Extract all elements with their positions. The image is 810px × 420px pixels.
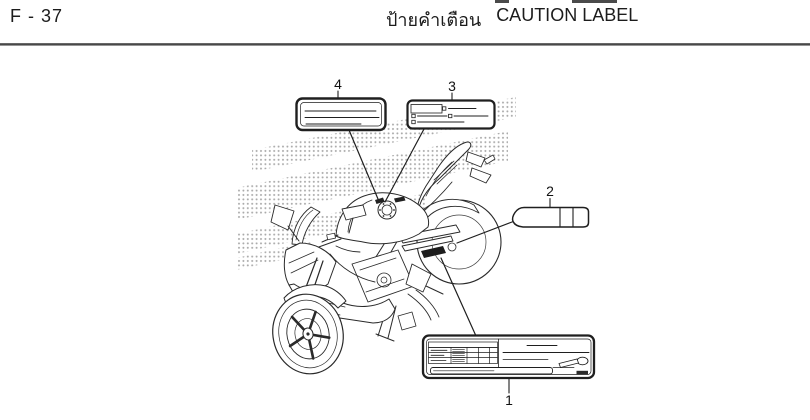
front-wheel [272, 293, 344, 375]
page-code: F - 37 [10, 6, 64, 26]
left-mirror [270, 204, 295, 231]
swingarm-chain-guard [398, 224, 461, 258]
figure-title-thai: ป้ายคำเตือน [386, 10, 482, 30]
scan-artifact [495, 0, 509, 3]
front-cockpit [270, 204, 367, 256]
tail-section [415, 141, 496, 220]
right-mirror [341, 204, 367, 221]
caution-label-1: 1 [421, 334, 596, 408]
callout-number-3: 3 [448, 78, 456, 94]
dark-caution-label-behind-cap [394, 196, 406, 203]
label-1-text-lines [502, 345, 590, 360]
leader-line-2 [456, 221, 513, 244]
dark-caution-label-on-swingarm [421, 246, 446, 258]
label-1-dark-box [576, 370, 588, 375]
callout-number-2: 2 [546, 183, 554, 199]
leader-line-1 [440, 257, 477, 337]
caution-label-3: 3 [406, 78, 496, 130]
header-rule [0, 43, 810, 46]
dark-caution-label-on-tank [375, 197, 385, 204]
fuel-cap [377, 200, 397, 220]
label-1-tool-icon [552, 356, 589, 368]
callout-number-4: 4 [334, 76, 342, 92]
scan-artifact [572, 0, 617, 3]
callout-number-1: 1 [505, 392, 513, 408]
windscreen [291, 206, 321, 246]
leader-line-3 [384, 128, 425, 203]
engine-frame [351, 221, 444, 342]
caution-label-4: 4 [295, 76, 387, 132]
figure-title: ป้ายคำเตือน CAUTION LABEL [386, 5, 638, 34]
label-1-table [428, 341, 498, 364]
caution-label-2: 2 [511, 183, 590, 228]
figure-title-english: CAUTION LABEL [496, 5, 639, 25]
leader-line-4 [348, 129, 379, 200]
